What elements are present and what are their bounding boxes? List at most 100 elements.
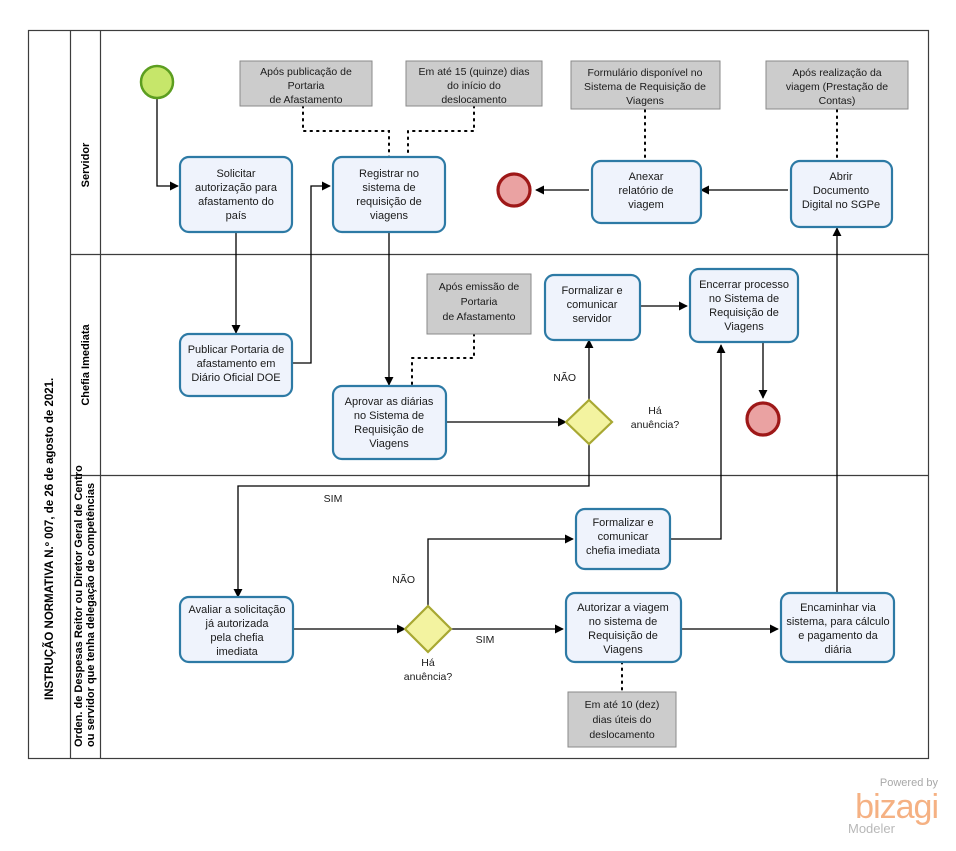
assoc-n2-t2: [407, 105, 475, 159]
task-t8-line2: no Sistema de: [709, 293, 779, 305]
task-t11-line1: Autorizar a viagem: [577, 602, 669, 614]
note-n1: Após publicação de Portaria de Afastamen…: [239, 60, 373, 107]
task-t12-line4: diária: [825, 644, 853, 656]
task-t6-line1: Aprovar as diárias: [345, 396, 434, 408]
task-t2[interactable]: Registrar no sistema de requisição de vi…: [331, 155, 447, 234]
task-t3-line2: relatório de: [618, 185, 673, 197]
gateway-gw1-line2: anuência?: [631, 419, 680, 431]
task-t7-line2: comunicar: [567, 299, 618, 311]
task-t1-line2: autorização para: [195, 182, 278, 194]
task-t3-line1: Anexar: [629, 171, 664, 183]
flow-t5-to-t2: [292, 181, 331, 364]
task-t10-line2: comunicar: [598, 531, 649, 543]
note-n5-line1: Após emissão de: [439, 281, 520, 293]
lane-label-servidor: Servidor: [80, 142, 92, 187]
task-t7-line3: servidor: [572, 313, 611, 325]
task-t5[interactable]: Publicar Portaria de afastamento em Diár…: [178, 332, 294, 398]
note-n4: Após realização da viagem (Prestação de …: [765, 60, 909, 110]
flow-label-nao-1: NÃO: [553, 371, 576, 384]
note-n2-line1: Em até 15 (quinze) dias: [419, 66, 530, 78]
flow-label-nao-2: NÃO: [392, 573, 415, 586]
note-n6-line3: deslocamento: [589, 729, 655, 741]
assoc-n5-t6: [411, 333, 475, 387]
note-n2: Em até 15 (quinze) dias do início do des…: [405, 60, 543, 107]
task-t4-line2: Documento: [813, 185, 869, 197]
task-t5-line2: afastamento em: [197, 358, 276, 370]
note-n2-line3: deslocamento: [441, 94, 507, 106]
lane-label-ordenador-line2: ou servidor que tenha delegação de compe…: [85, 483, 97, 747]
task-t6-line3: Requisição de: [354, 424, 424, 436]
note-n5-line3: de Afastamento: [443, 311, 516, 323]
task-t11-line2: no sistema de: [589, 616, 657, 628]
task-t4[interactable]: Abrir Documento Digital no SGPe: [789, 159, 894, 229]
task-t12[interactable]: Encaminhar via sistema, para cálculo e p…: [779, 591, 896, 664]
lane-header-ordenador: Orden. de Despesas Reitor ou Diretor Ger…: [73, 465, 97, 747]
lane-label-ordenador-line1: Orden. de Despesas Reitor ou Diretor Ger…: [73, 465, 85, 747]
task-t11[interactable]: Autorizar a viagem no sistema de Requisi…: [564, 591, 683, 664]
task-t12-line3: e pagamento da: [798, 630, 878, 642]
task-t1-line3: afastamento do: [198, 196, 274, 208]
task-t3-line3: viagem: [628, 199, 663, 211]
task-t5-line1: Publicar Portaria de: [188, 344, 285, 356]
task-t1-line1: Solicitar: [216, 168, 255, 180]
task-t9-line3: pela chefia: [210, 632, 264, 644]
task-t12-line1: Encaminhar via: [800, 602, 877, 614]
task-t7-line1: Formalizar e: [561, 285, 622, 297]
task-t10[interactable]: Formalizar e comunicar chefia imediata: [574, 507, 672, 571]
note-n1-line1: Após publicação de: [260, 66, 352, 78]
flow-t10-to-t8: [670, 344, 726, 540]
end-event-2[interactable]: [745, 401, 781, 437]
branding-powered-by: Powered by: [880, 777, 939, 789]
task-t1-line4: país: [226, 210, 247, 222]
note-n3-line3: Viagens: [626, 95, 664, 107]
task-t8[interactable]: Encerrar processo no Sistema de Requisiç…: [688, 267, 800, 344]
task-t11-line4: Viagens: [603, 644, 643, 656]
note-n6: Em até 10 (dez) dias úteis do deslocamen…: [567, 691, 677, 748]
task-t7[interactable]: Formalizar e comunicar servidor: [543, 273, 642, 342]
task-t3[interactable]: Anexar relatório de viagem: [590, 159, 703, 225]
start-event-1[interactable]: [139, 64, 175, 100]
flow-gw1-sim-to-t9: [233, 444, 590, 598]
end-event-1[interactable]: [496, 172, 532, 208]
task-t12-line2: sistema, para cálculo: [786, 616, 889, 628]
gateway-gw1-line1: Há: [648, 405, 662, 417]
task-t9[interactable]: Avaliar a solicitação já autorizada pela…: [178, 595, 295, 664]
gateway-gw1[interactable]: Há anuência?: [564, 398, 680, 446]
task-t1[interactable]: Solicitar autorização para afastamento d…: [178, 155, 294, 234]
pool-frame: [27, 29, 930, 760]
gateway-gw2-line1: Há: [421, 657, 435, 669]
note-n3: Formulário disponível no Sistema de Requ…: [570, 60, 721, 110]
pool-title-text: INSTRUÇÃO NORMATIVA N.º 007, de 26 de ag…: [43, 378, 56, 700]
flow-start-to-t1: [156, 98, 179, 191]
flow-gw2-nao-to-t10: [427, 534, 574, 606]
note-n6-line2: dias úteis do: [593, 714, 652, 726]
branding-logo-text: bizagi: [855, 788, 938, 826]
bizagi-branding: Powered by bizagi Modeler: [848, 777, 939, 836]
note-n2-line2: do início do: [447, 80, 501, 92]
note-n5: Após emissão de Portaria de Afastamento: [426, 273, 532, 335]
gateway-gw2[interactable]: Há anuência?: [403, 604, 453, 683]
task-t6-line4: Viagens: [369, 438, 409, 450]
note-n3-line2: Sistema de Requisição de: [584, 81, 706, 93]
task-t2-line1: Registrar no: [359, 168, 419, 180]
task-t6-line2: no Sistema de: [354, 410, 424, 422]
task-t2-line3: requisição de: [356, 196, 421, 208]
flow-label-sim-1: SIM: [324, 493, 343, 505]
note-associations: [302, 105, 838, 693]
task-t9-line1: Avaliar a solicitação: [188, 604, 285, 616]
lane-header-chefia: Chefia Imediata: [80, 323, 92, 405]
note-n1-line3: de Afastamento: [270, 94, 343, 106]
task-t10-line1: Formalizar e: [592, 517, 653, 529]
task-t2-line2: sistema de: [362, 182, 415, 194]
note-n6-line1: Em até 10 (dez): [585, 699, 660, 711]
gateway-gw2-line2: anuência?: [404, 671, 453, 683]
task-t6[interactable]: Aprovar as diárias no Sistema de Requisi…: [331, 384, 448, 461]
task-t9-line4: imediata: [216, 646, 258, 658]
note-n3-line1: Formulário disponível no: [588, 67, 703, 79]
note-n4-line1: Após realização da: [792, 67, 881, 79]
note-n5-line2: Portaria: [461, 296, 498, 308]
lane-header-servidor: Servidor: [80, 142, 92, 187]
task-t4-line3: Digital no SGPe: [802, 199, 880, 211]
